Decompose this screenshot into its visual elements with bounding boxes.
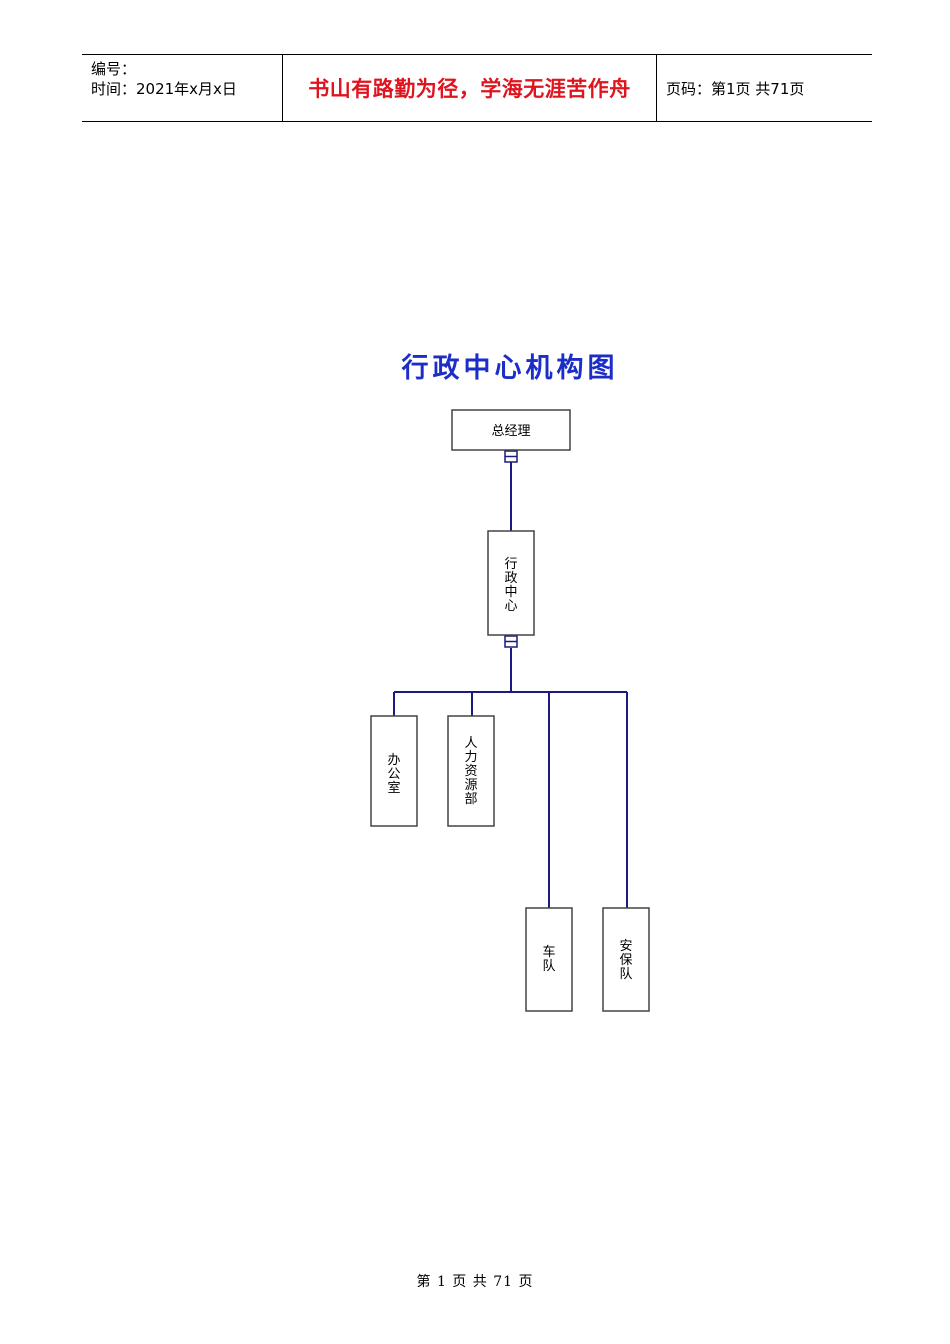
header-motto-cell: 书山有路勤为径，学海无涯苦作舟 [283,55,657,121]
number-label: 编号： [91,60,137,78]
node-office-box [370,715,418,827]
page-footer: 第 1 页 共 71 页 [416,1274,534,1290]
page-info: 页码：第1页 共71页 [666,79,805,98]
node-security-label: 安保队 [619,939,632,982]
header-meta: 编号： 时间：2021年x月x日 [82,55,283,121]
node-boxes [370,409,650,1012]
chart-title: 行政中心机构图 [401,353,619,384]
connector-handles [504,450,518,648]
node-admin-box [487,530,535,636]
node-fleet-box [525,907,573,1012]
node-office-label: 办公室 [387,753,400,796]
node-hr-box [447,715,495,827]
motto-text: 书山有路勤为径，学海无涯苦作舟 [308,77,631,101]
connectors [393,462,628,908]
header-page-cell: 页码：第1页 共71页 [657,55,872,121]
node-security-box [602,907,650,1012]
node-gm-box [451,409,571,451]
page-header: 编号： 时间：2021年x月x日 书山有路勤为径，学海无涯苦作舟 页码：第1页 … [82,54,872,122]
node-fleet-label: 车队 [542,944,555,974]
node-hr-label: 人力资源部 [464,736,477,807]
node-gm-label: 总经理 [491,424,530,439]
time-label: 时间：2021年x月x日 [91,80,237,98]
node-admin-label: 行政中心 [504,557,517,614]
